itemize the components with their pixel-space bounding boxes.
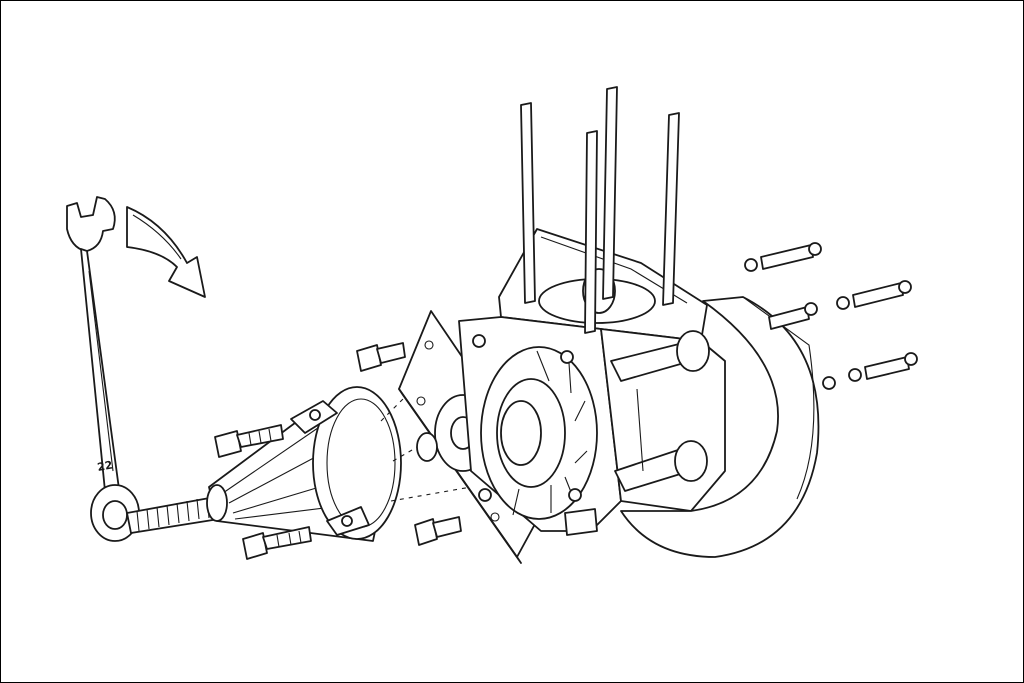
bolt-icon [356, 342, 406, 372]
side-cover-gasket [620, 296, 820, 558]
bolt-icon [744, 242, 822, 272]
stud-icon [584, 130, 598, 334]
bolt-icon [836, 280, 912, 310]
stud-icon [662, 112, 680, 306]
puller-cone [206, 386, 402, 542]
bolt-icon [848, 352, 918, 382]
stud-icon [520, 102, 536, 304]
crankcase [458, 228, 726, 536]
wrench-icon: 22 [66, 196, 140, 542]
bolt-icon [414, 516, 462, 546]
puller-threaded-rod [126, 496, 220, 534]
bolt-icon [242, 526, 312, 560]
bolt-icon [768, 302, 818, 330]
bolt-icon [822, 376, 836, 390]
stud-icon [602, 86, 618, 300]
rotation-arrow-icon [126, 206, 206, 298]
bolt-icon [214, 424, 284, 458]
wrench-size-label: 22 [96, 458, 113, 473]
